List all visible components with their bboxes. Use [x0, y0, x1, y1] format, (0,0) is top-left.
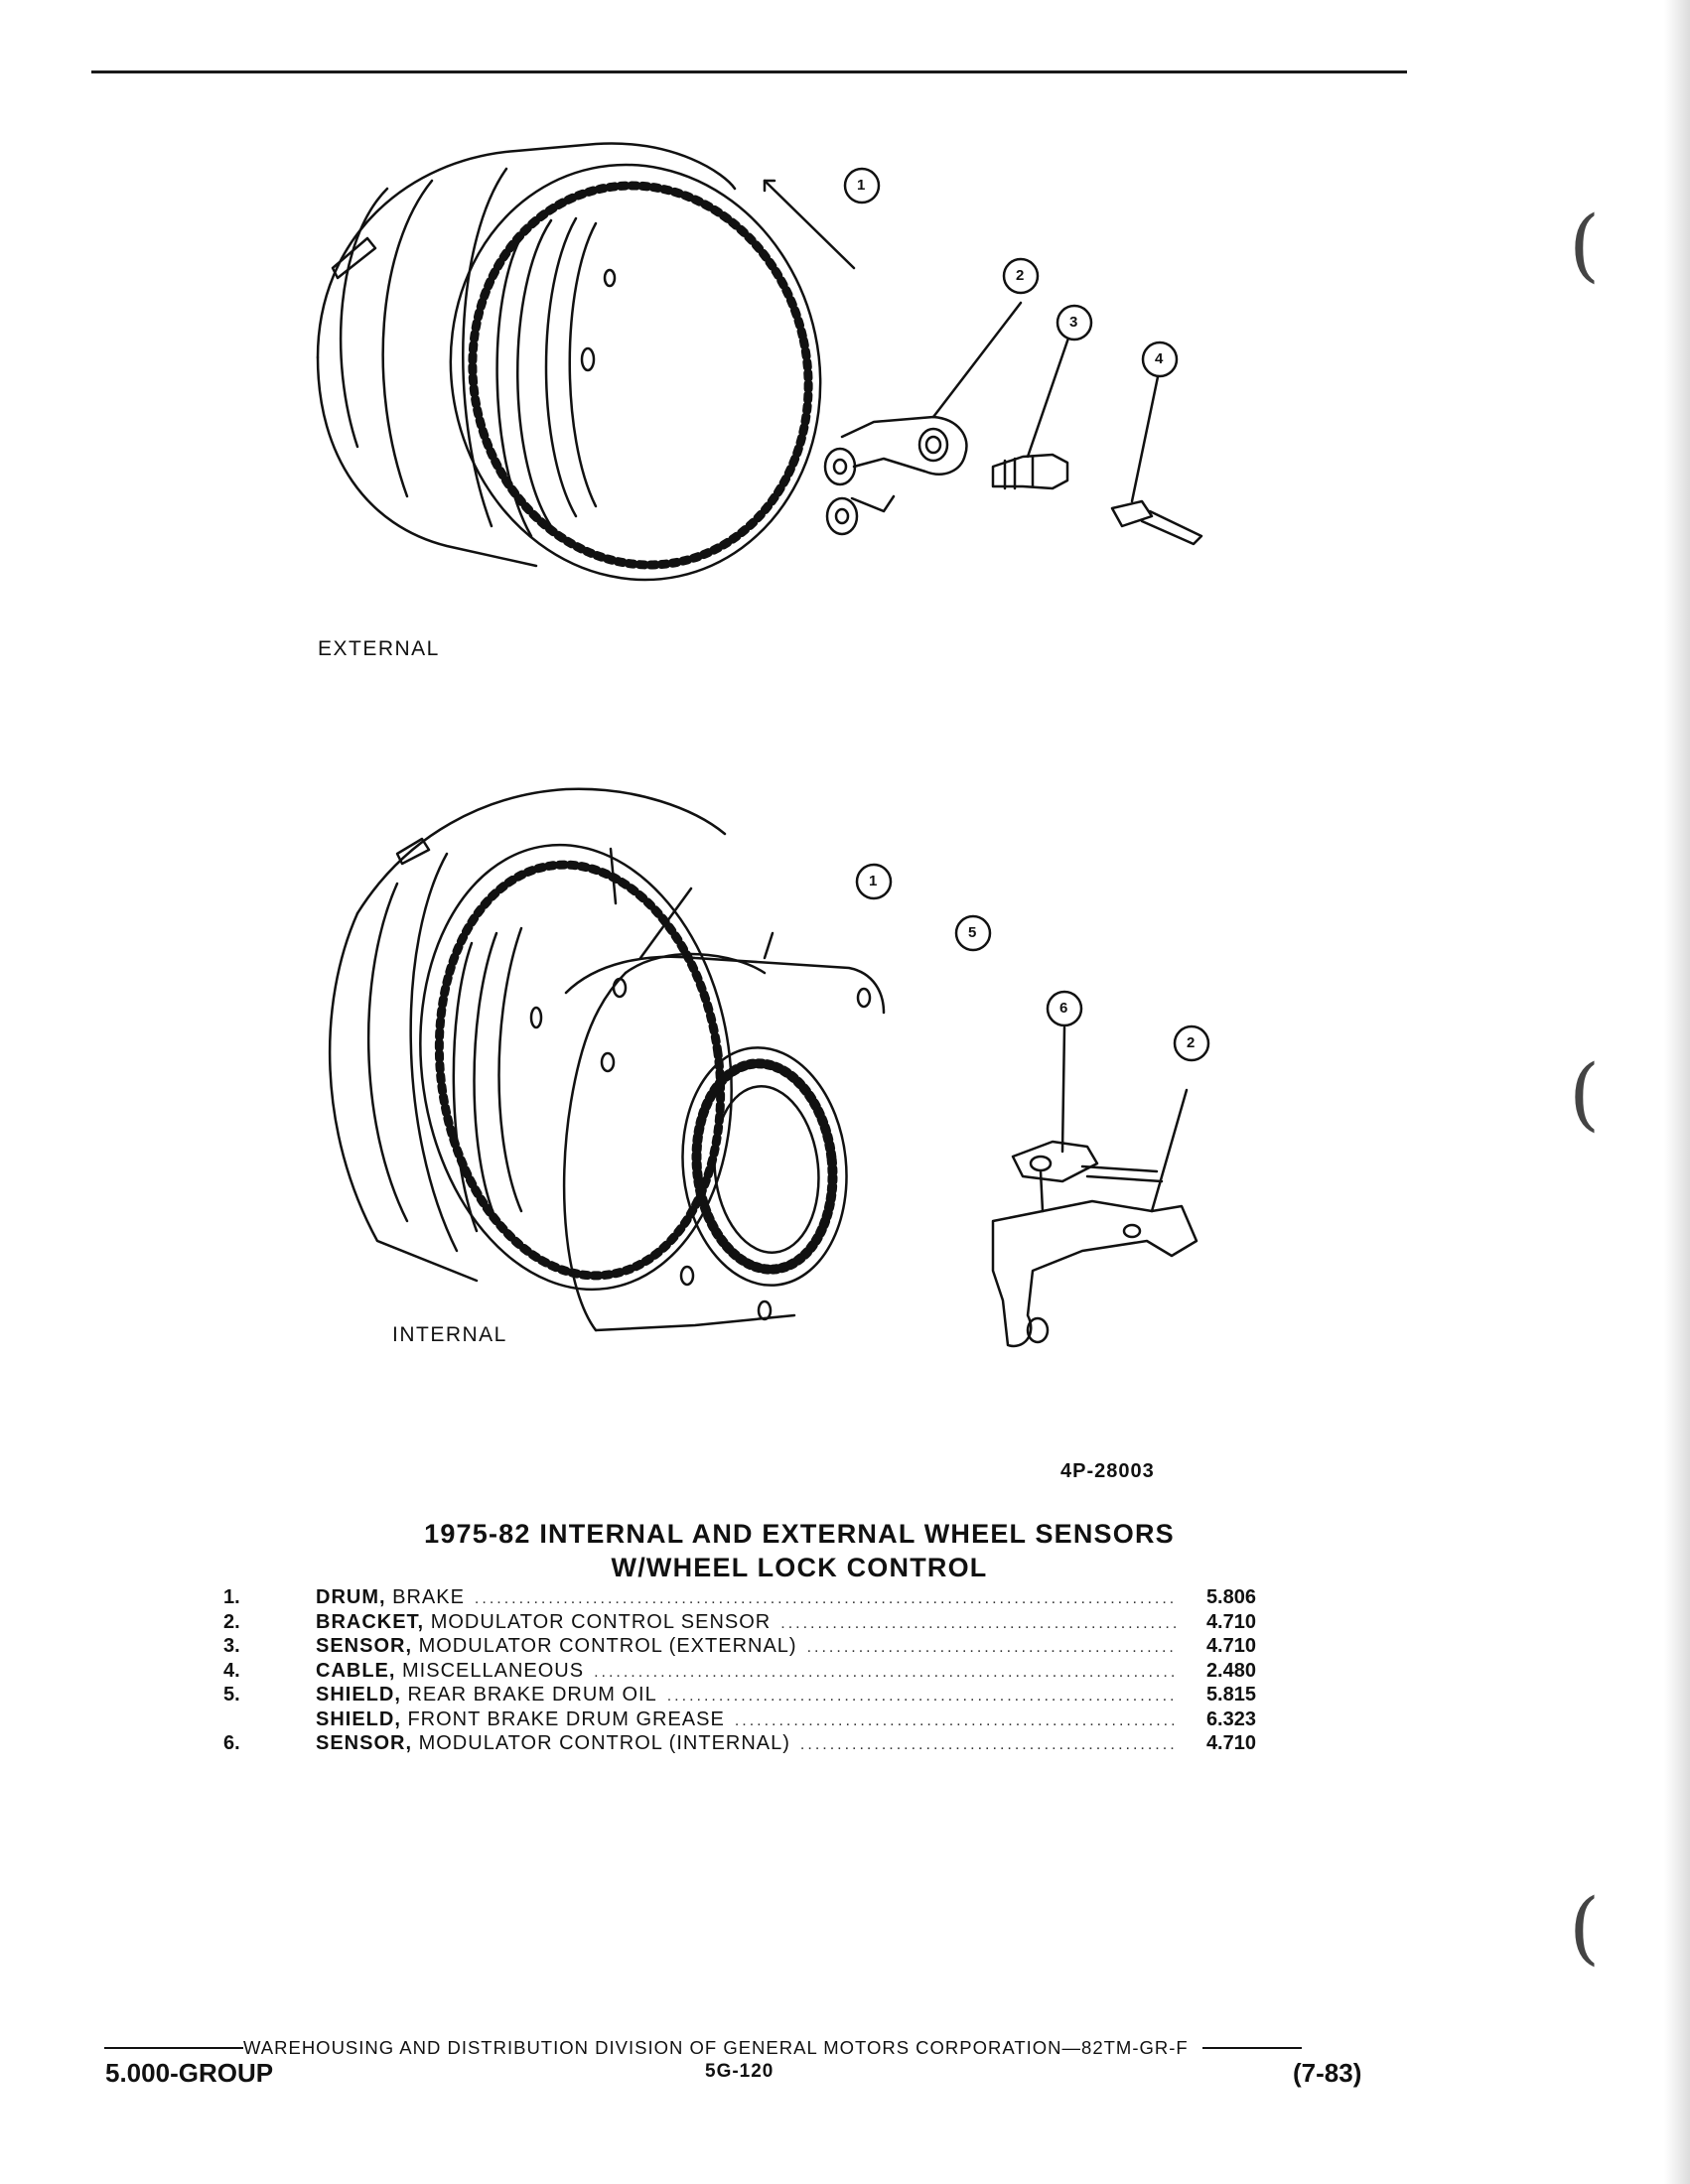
callout-number: 2: [1187, 1034, 1196, 1051]
internal-callouts: [855, 863, 1210, 1062]
list-item: 6. SENSOR, MODULATOR CONTROL (INTERNAL) …: [223, 1731, 1256, 1756]
dot-leader: [594, 1661, 1177, 1686]
callout-number: 2: [1016, 267, 1025, 284]
part-description: MODULATOR CONTROL (EXTERNAL): [418, 1635, 797, 1657]
external-callouts: [843, 167, 1179, 378]
group-code: 6.323: [1205, 1707, 1256, 1730]
footer-page-number: 5G-120: [705, 2061, 775, 2082]
dot-leader: [780, 1612, 1177, 1637]
group-code: 5.815: [1205, 1684, 1256, 1706]
part-name: BRACKET,: [316, 1610, 425, 1633]
part-description: MISCELLANEOUS: [402, 1659, 585, 1682]
part-number: 3.: [223, 1635, 240, 1657]
dot-leader: [475, 1587, 1177, 1612]
footer-division-line: WAREHOUSING AND DISTRIBUTION DIVISION OF…: [104, 2037, 1395, 2059]
part-description: FRONT BRAKE DRUM GREASE: [407, 1707, 725, 1730]
external-figure-label: EXTERNAL: [318, 637, 440, 660]
list-item: 3. SENSOR, MODULATOR CONTROL (EXTERNAL) …: [223, 1634, 1256, 1659]
part-name: SHIELD,: [316, 1707, 401, 1730]
figure-id: 4P-28003: [1060, 1460, 1155, 1482]
dot-leader: [735, 1709, 1177, 1734]
part-number: 4.: [223, 1659, 240, 1682]
part-name: CABLE,: [316, 1659, 396, 1682]
footer-rule: [1201, 2047, 1302, 2049]
page-edge-shadow: [1664, 0, 1690, 2184]
page-subtitle: W/WHEEL LOCK CONTROL: [611, 1553, 988, 1582]
footer-date: (7-83): [1293, 2058, 1362, 2088]
part-number: 1.: [223, 1586, 240, 1608]
page-title: 1975-82 INTERNAL AND EXTERNAL WHEEL SENS…: [424, 1519, 1175, 1549]
list-item: 2. BRACKET, MODULATOR CONTROL SENSOR 4.7…: [223, 1610, 1256, 1635]
group-code: 5.806: [1205, 1586, 1256, 1608]
internal-figure-label: INTERNAL: [392, 1323, 507, 1346]
group-code: 4.710: [1205, 1732, 1256, 1754]
dot-leader: [667, 1685, 1177, 1709]
part-name: SENSOR,: [316, 1732, 413, 1754]
parts-list: 1. DRUM, BRAKE 5.806 2. BRACKET, MODULAT…: [223, 1585, 1256, 1756]
list-item: 5. SHIELD, REAR BRAKE DRUM OIL 5.815: [223, 1683, 1256, 1707]
part-description: REAR BRAKE DRUM OIL: [407, 1684, 657, 1706]
part-number: 2.: [223, 1610, 240, 1633]
footer-rule: [104, 2047, 243, 2049]
part-name: SENSOR,: [316, 1635, 413, 1657]
callout-number: 1: [857, 177, 866, 194]
callout-number: 6: [1059, 1000, 1068, 1017]
top-rule: [91, 70, 1407, 73]
callout-number: 3: [1069, 314, 1078, 331]
binder-hole-mark: (: [1569, 1047, 1601, 1140]
part-description: MODULATOR CONTROL SENSOR: [430, 1610, 772, 1633]
dot-leader: [800, 1733, 1177, 1758]
internal-sensor-illustration: [328, 787, 1198, 1348]
part-description: BRAKE: [392, 1586, 465, 1608]
external-sensor-illustration: [316, 142, 1203, 582]
part-number: 5.: [223, 1684, 240, 1706]
group-code: 4.710: [1205, 1610, 1256, 1633]
footer-group: 5.000-GROUP: [105, 2058, 274, 2088]
group-code: 2.480: [1205, 1659, 1256, 1682]
part-name: SHIELD,: [316, 1684, 401, 1706]
footer-division: WAREHOUSING AND DISTRIBUTION DIVISION OF…: [243, 2037, 1189, 2058]
callout-number: 4: [1155, 350, 1164, 367]
group-code: 4.710: [1205, 1635, 1256, 1657]
dot-leader: [807, 1636, 1177, 1661]
part-name: DRUM,: [316, 1586, 386, 1608]
list-item: 4. CABLE, MISCELLANEOUS 2.480: [223, 1659, 1256, 1684]
callout-number: 5: [968, 924, 977, 941]
list-item: 1. DRUM, BRAKE 5.806: [223, 1585, 1256, 1610]
part-number: 6.: [223, 1732, 240, 1754]
binder-hole-mark: (: [1569, 199, 1601, 291]
part-description: MODULATOR CONTROL (INTERNAL): [418, 1732, 790, 1754]
list-item: SHIELD, FRONT BRAKE DRUM GREASE 6.323: [223, 1707, 1256, 1732]
binder-hole-mark: (: [1569, 1881, 1601, 1974]
callout-number: 1: [869, 873, 878, 889]
